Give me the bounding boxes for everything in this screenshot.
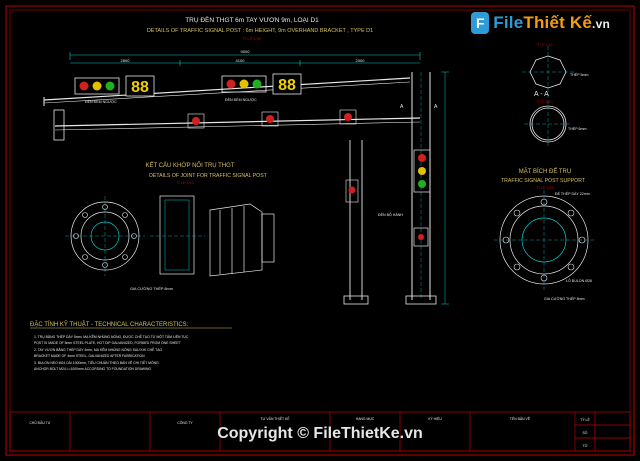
joint-bolt-holes [73,204,137,268]
main-title-vn: TRỤ ĐÈN THGT 6m TAY VƯƠN 9m, LOẠI D1 [185,15,319,24]
signal-head-right [221,75,267,93]
joint-flange-left [65,196,145,276]
joint-title-en: DETAILS OF JOINT FOR TRAFFIC SIGNAL POST [149,173,268,179]
specs-title: ĐẶC TÍNH KỸ THUẬT - TECHNICAL CHARACTERI… [30,321,189,328]
spec-line-6: ANCHOR BOLT M24 L=1000mm ACCORDING TO FO… [34,367,151,371]
section-mark-a1: A [400,104,404,110]
tb-cell-1: CHỦ ĐẦU TƯ [29,420,50,425]
copyright-watermark: Copyright © FileThietKe.vn [217,425,423,442]
side-signal-lamp [348,186,356,194]
joint-elevation-right [209,203,275,277]
lower-signal-2 [261,111,279,127]
support-title-en: TRAFFIC SIGNAL POST SUPPORT [501,178,586,184]
lower-signal-3 [339,109,357,125]
top-dimension [69,52,421,66]
section-scale-top: TỈ LỆ 1/10 [536,42,553,47]
section-label: A - A [534,91,549,98]
signal-head-left [74,77,120,95]
logo-word-1: File [493,13,524,32]
spec-line-3: 2. TAY VƯƠN BẰNG THÉP DÀY 4mm, MẠ KẼM NH… [34,347,163,352]
label-pedestrian: ĐÈN BỘ HÀNH [378,212,403,217]
pole-section-top [522,46,574,98]
tb-cell-6: TÊN BẢN VẼ [510,416,531,421]
pedestrian-signal [413,227,429,247]
file-icon: F [471,12,490,34]
tb-cell-2: CÔNG TY [177,420,193,425]
main-title-en: DETAILS OF TRAFFIC SIGNAL POST : 6m HEIG… [147,28,373,34]
dim-c: 2000 [356,58,366,63]
dim-top: 9000 [241,49,251,54]
side-pole [343,140,369,305]
pole-signal-head [413,149,431,193]
logo-word-3: .vn [592,17,610,31]
base-bolt-holes [502,198,586,282]
section-note-1: THÉP 5mm [570,72,589,77]
support-title-vn: MẶT BÍCH ĐẾ TRỤ [519,168,571,175]
countdown-display-right: 88 [272,73,302,95]
pole-section-aa [524,100,572,148]
watermark-logo: F FileThiết Kế.vn [471,10,610,36]
joint-scale: TỈ LỆ 1/10 [176,180,194,185]
upper-bracket-arm [43,77,411,106]
counter-digits-left: 88 [131,79,149,96]
tb-cell-7: TỶ LỆ [580,417,590,422]
countdown-display-left: 88 [125,75,155,97]
inner-frame [9,9,631,452]
main-scale: TỈ LỆ 1/40 [243,36,262,41]
spec-line-5: 3. BULON NEO M24 DÀI 1000mm, TIÊU CHUẨN … [34,360,159,365]
lower-signal-1 [187,113,205,129]
lower-bracket-arm [53,109,421,141]
section-note-2: THÉP 6mm [568,126,587,131]
joint-section-middle [150,195,205,275]
title-block [9,411,631,452]
tb-cell-4: HẠNG MỤC [356,417,375,421]
pole-height-dimension [441,71,449,305]
tb-cell-3: TƯ VẤN THIẾT KẾ [261,416,291,421]
spec-line-2: POST IS MADE OF 5mm STEEL PLATE, HOT DIP… [34,341,181,345]
tb-cell-5: KÝ HIỆU [428,416,442,421]
support-note-1: ĐẾ THÉP DÀY 22mm [555,191,590,196]
label-counter-1: ĐÈN ĐẾM NGƯỢC [85,99,117,104]
tb-cell-9: TỜ [583,443,588,448]
logo-word-2: Thiết Kế [523,13,593,32]
label-counter-2: ĐÈN ĐẾM NGƯỢC [225,97,257,102]
counter-digits-right: 88 [278,77,296,94]
main-pole [405,72,437,305]
section-mark-a2: A [434,104,438,110]
joint-note: GIA CƯỜNG THÉP 8mm [130,286,173,291]
spec-line-4: BRACKET MADE OF 4mm STEEL, GALVANIZED AF… [34,354,145,358]
drawing-frame [5,5,635,456]
dim-a: 2800 [121,58,131,63]
base-flange [494,190,594,290]
joint-title-vn: KẾT CẤU KHỚP NỐI TRỤ THGT [145,162,234,169]
dim-b: 4100 [236,58,246,63]
tb-cell-8: SỐ [583,430,588,435]
support-note-3: GIA CƯỜNG THÉP 8mm [544,296,585,301]
support-scale: TỈ LỆ 1/10 [536,185,554,190]
spec-line-1: 1. TRỤ BẰNG THÉP DÀY 5mm, MẠ KẼM NHÚNG N… [34,334,189,339]
support-note-2: LỖ BULON Ø26 [566,278,592,283]
section-scale-mid: TỈ LỆ 1/10 [536,99,553,104]
